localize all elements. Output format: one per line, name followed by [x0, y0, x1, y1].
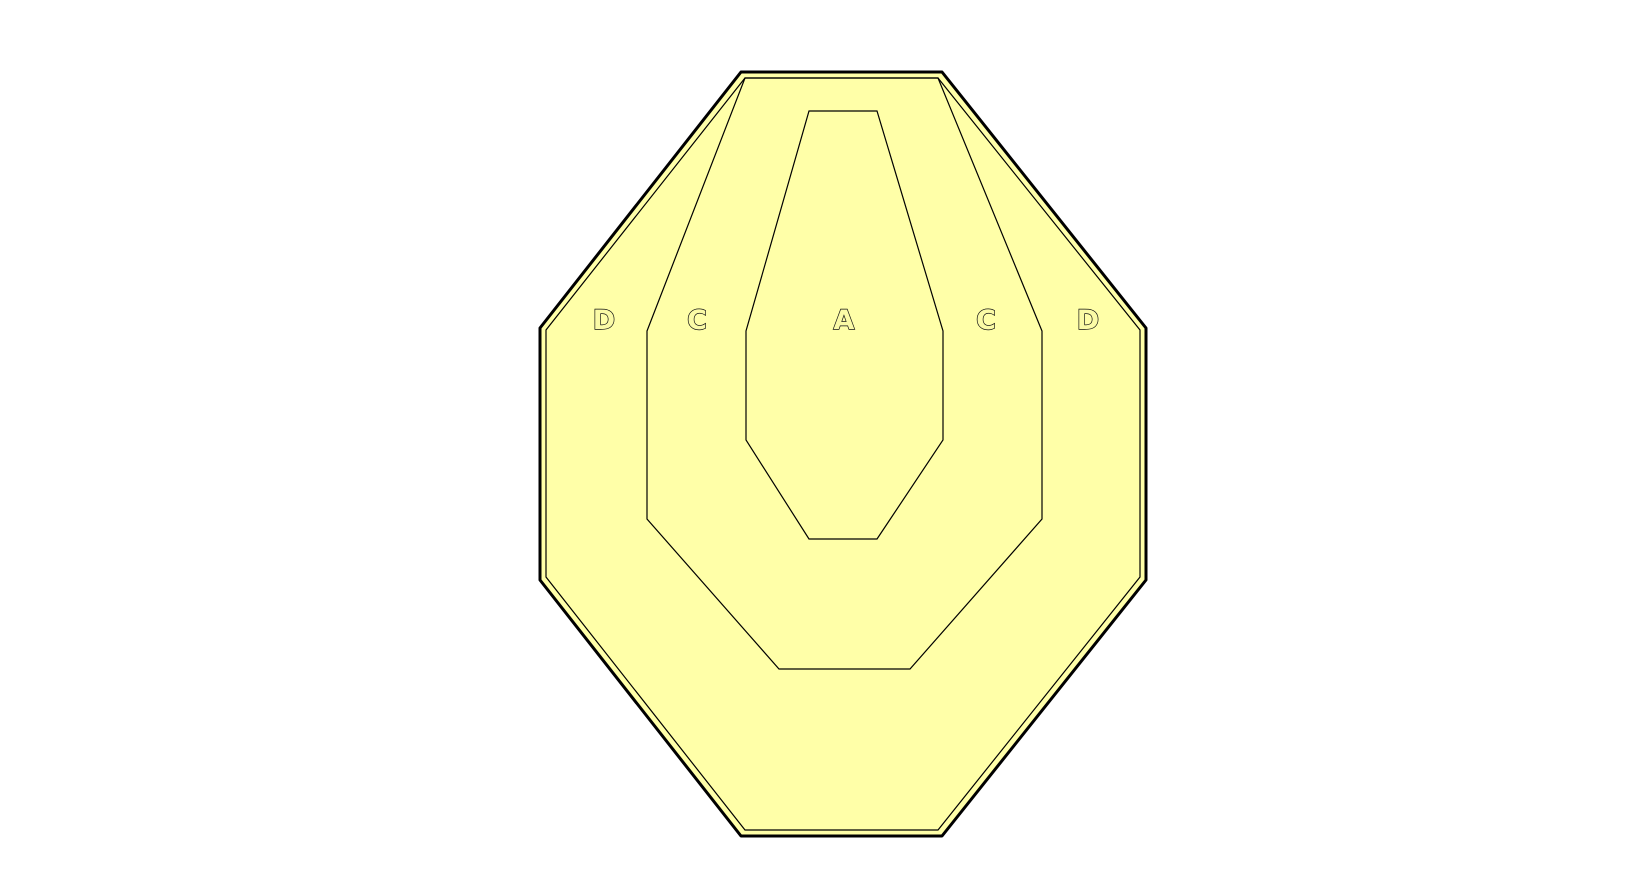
zone-label-left-d: D: [593, 305, 615, 336]
zone-label-left-c: C: [687, 305, 707, 336]
zone-label-right-d: D: [1077, 305, 1099, 336]
target-outer-border: [538, 70, 1148, 838]
a-zone: [745, 110, 944, 540]
c-zone-boundary: [646, 77, 1043, 670]
target-inner-border: [545, 77, 1141, 831]
zone-label-center-a: A: [834, 305, 855, 336]
zone-label-right-c: C: [976, 305, 996, 336]
